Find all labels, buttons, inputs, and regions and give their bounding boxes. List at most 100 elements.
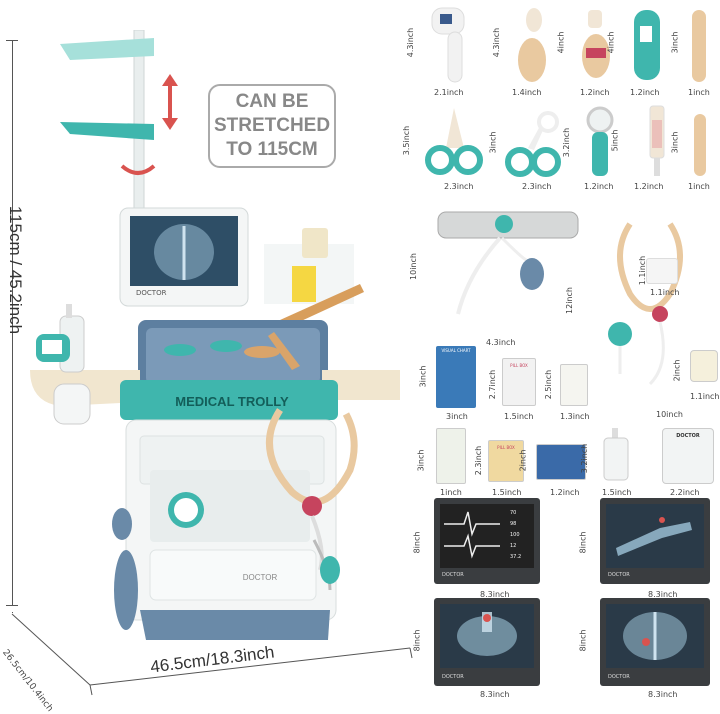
pill-pack-w-label: 1.1inch <box>650 288 680 297</box>
tongue-depressor-h-label: 3inch <box>670 131 680 154</box>
stethoscope-h-label: 12inch <box>564 287 574 314</box>
green-box-w-label: 1inch <box>440 488 462 497</box>
syringe-w-label: 1.2inch <box>634 182 664 191</box>
eye-box-h-label: 2.5inch <box>544 369 554 400</box>
accessory-doctor-bottle <box>576 4 616 86</box>
monitor-label: DOCTOR <box>136 289 167 297</box>
doctor-card-w-label: 2.2inch <box>670 488 700 497</box>
ear-bulb-h-label: 4.3inch <box>492 27 502 58</box>
hand-xray-card-h-label: 8inch <box>578 531 588 554</box>
pelvis-xray-card-label: DOCTOR <box>442 674 464 680</box>
magnifier-w-label: 1.2inch <box>584 182 614 191</box>
blue-box-h-label: 2inch <box>518 449 528 472</box>
hand-xray-card-w-label: 8.3inch <box>648 590 678 599</box>
bp-cuff <box>428 204 588 334</box>
pill-box-2-w-label: 1.5inch <box>492 488 522 497</box>
ecg-card-h-label: 8inch <box>412 531 422 554</box>
spatula-h-label: 3inch <box>670 31 680 54</box>
chest-xray-card-h-label: 8inch <box>578 629 588 652</box>
pill-box-h-label: 2.7inch <box>488 369 498 400</box>
box-pill-box: PILL BOX <box>502 358 536 406</box>
pill-box-2-title: PILL BOX <box>497 445 515 450</box>
syringe-h-label: 5inch <box>610 129 620 152</box>
ecg-readout-spo2: 98 <box>510 521 517 527</box>
thermometer-w-label: 2.1inch <box>434 88 464 97</box>
clamp-h-label: 3inch <box>488 131 498 154</box>
stretch-badge: CAN BE STRETCHED TO 115CM <box>208 84 336 168</box>
stethoscope <box>600 214 710 394</box>
small-jar <box>690 350 718 382</box>
ecg-readout-temp: 37.2 <box>510 554 522 560</box>
accessory-ear-bulb <box>512 4 552 86</box>
trolley-side-label: MEDICAL TROLLY <box>175 394 289 409</box>
visual-chart-w-label: 3inch <box>446 412 468 421</box>
pelvis-xray-card: DOCTOR <box>434 598 540 686</box>
spatula-w-label: 1inch <box>688 88 710 97</box>
accessory-panel: 4.3inch 2.1inch 4.3inch 1.4inch 4inch 1.… <box>402 0 720 701</box>
accessory-magnifier <box>580 104 620 180</box>
eye-box-w-label: 1.3inch <box>560 412 590 421</box>
accessory-thermometer-gun <box>422 4 472 86</box>
badge-line-2: STRETCHED <box>213 115 331 136</box>
ecg-card-w-label: 8.3inch <box>480 590 510 599</box>
pill-box-2-h-label: 2.3inch <box>474 445 484 476</box>
hand-xray-card: DOCTOR <box>600 498 710 584</box>
depth-dimension-line <box>12 612 13 613</box>
scissors-w-label: 2.3inch <box>444 182 474 191</box>
accessory-tongue-depressor <box>688 104 718 180</box>
soap-bottle-h-label: 3.2inch <box>580 443 590 474</box>
accessory-otoscope <box>626 4 666 86</box>
bp-cuff-w-label: 4.3inch <box>486 338 516 347</box>
trolley-illustration: MEDICAL TROLLY DOCTOR <box>30 30 400 640</box>
doctor-bottle-h-label: 4inch <box>556 31 566 54</box>
visual-chart-title: VISUAL CHART <box>441 348 471 353</box>
box-green <box>436 428 466 484</box>
magnifier-h-label: 3.2inch <box>562 127 572 158</box>
height-dimension-line <box>12 40 13 605</box>
doctor-card: DOCTOR <box>662 428 714 484</box>
small-jar-h-label: 2inch <box>672 359 682 382</box>
pelvis-xray-card-h-label: 8inch <box>412 629 422 652</box>
height-dimension-label: 115cm / 45.2inch <box>6 205 25 335</box>
otoscope-w-label: 1.2inch <box>630 88 660 97</box>
hand-xray-card-label: DOCTOR <box>608 572 630 578</box>
scissors-h-label: 3.5inch <box>402 125 412 156</box>
doctor-card-title: DOCTOR <box>676 433 700 439</box>
ecg-card-label: DOCTOR <box>442 572 464 578</box>
small-jar-w-label: 1.1inch <box>690 392 720 401</box>
box-blue <box>536 444 586 480</box>
otoscope-h-label: 4inch <box>606 31 616 54</box>
accessory-syringe <box>636 102 676 180</box>
chest-xray-card: DOCTOR <box>600 598 710 686</box>
pill-box-w-label: 1.5inch <box>504 412 534 421</box>
box-visual-chart: VISUAL CHART <box>436 346 476 408</box>
drawer-label: DOCTOR <box>243 573 278 582</box>
accessory-spatula <box>686 4 716 86</box>
blue-box-w-label: 1.2inch <box>550 488 580 497</box>
doctor-bottle-w-label: 1.2inch <box>580 88 610 97</box>
box-eye <box>560 364 588 406</box>
pill-pack-h-label: 1.1inch <box>638 255 648 286</box>
clamp-w-label: 2.3inch <box>522 182 552 191</box>
ecg-readout-hr: 70 <box>510 510 517 516</box>
tongue-depressor-w-label: 1inch <box>688 182 710 191</box>
chest-xray-card-label: DOCTOR <box>608 674 630 680</box>
stethoscope-w-label: 10inch <box>656 410 683 419</box>
visual-chart-h-label: 3inch <box>418 365 428 388</box>
box-pill-box-2: PILL BOX <box>488 440 524 482</box>
pelvis-xray-card-w-label: 8.3inch <box>480 690 510 699</box>
thermometer-h-label: 4.3inch <box>406 27 416 58</box>
accessory-scissors <box>424 104 484 180</box>
ecg-readout-bp: 100 <box>510 532 520 538</box>
green-box-h-label: 3inch <box>416 449 426 472</box>
ecg-readout-resp: 12 <box>510 543 517 549</box>
badge-line-3: TO 115CM <box>226 139 318 160</box>
ecg-readout: 70 98 100 12 37.2 <box>510 508 521 563</box>
ear-bulb-w-label: 1.4inch <box>512 88 542 97</box>
soap-bottle <box>600 428 632 482</box>
badge-line-1: CAN BE <box>235 91 309 112</box>
trolley-photo: 115cm / 45.2inch 26.5cm/10.4inch 46.5cm/… <box>0 30 413 714</box>
ecg-card: 70 98 100 12 37.2 DOCTOR <box>434 498 540 584</box>
soap-bottle-w-label: 1.5inch <box>602 488 632 497</box>
chest-xray-card-w-label: 8.3inch <box>648 690 678 699</box>
